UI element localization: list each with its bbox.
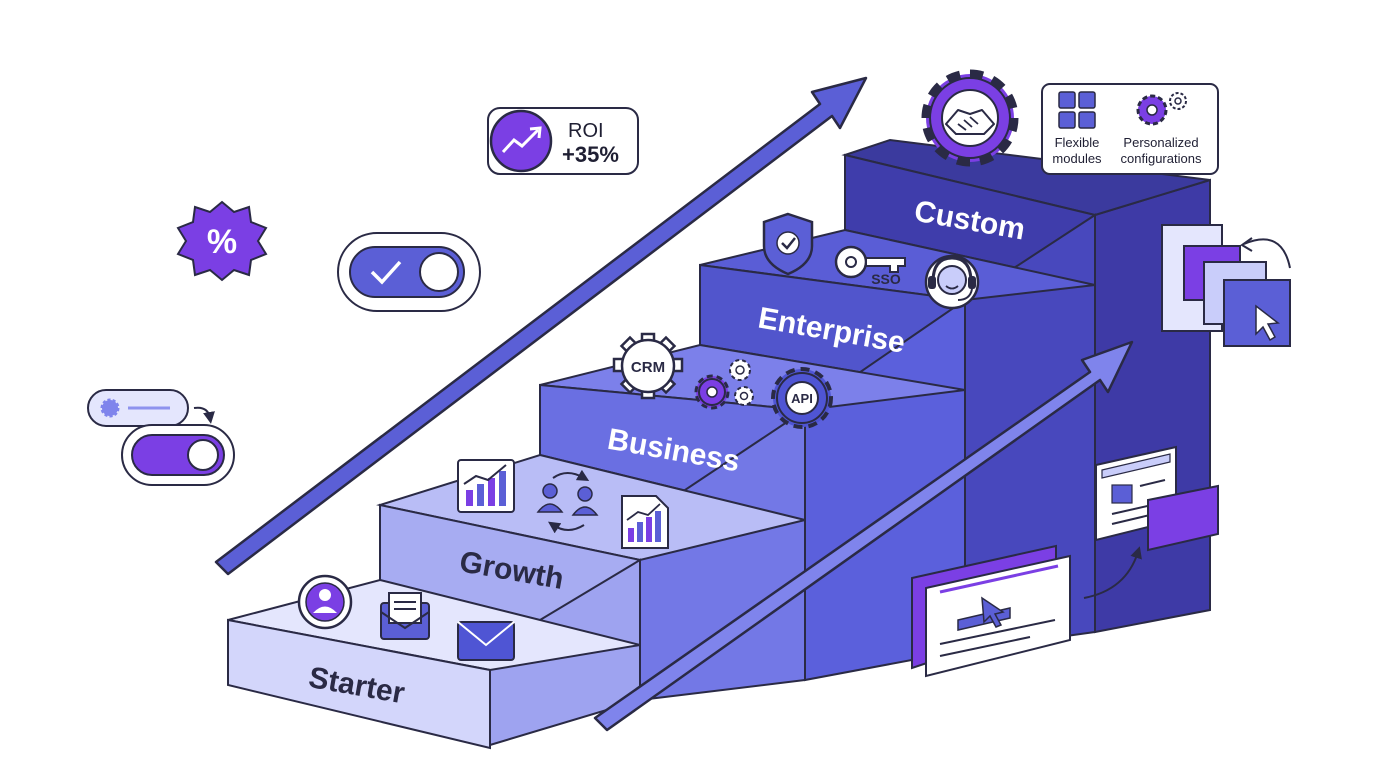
flexible-text: Flexible	[1055, 135, 1100, 150]
toggle-switch-on	[337, 232, 481, 312]
percent-symbol: %	[207, 223, 237, 261]
modules-grid-icon	[1058, 91, 1096, 129]
team-sync-icon	[536, 469, 599, 534]
roi-title: ROI	[568, 120, 604, 142]
sso-key-icon: SSO	[834, 245, 906, 287]
support-headset-icon	[924, 254, 980, 310]
dashboard-widget-icon	[1095, 445, 1219, 552]
partnership-gear-icon	[921, 69, 1019, 167]
custom-features-card: Flexible modules Personalized configurat…	[1041, 83, 1219, 175]
settings-gears-icon	[694, 359, 754, 410]
settings-slider-toggle	[87, 389, 235, 486]
email-open-icon	[380, 592, 430, 640]
layered-windows-icon	[1161, 224, 1291, 347]
personalized-text: Personalized	[1123, 135, 1198, 150]
discount-percent-icon: %	[176, 200, 268, 282]
configurations-text: configurations	[1121, 151, 1202, 166]
growth-chart-icon	[457, 459, 515, 513]
growth-trend-arrow-lower	[593, 340, 1134, 732]
modules-text: modules	[1052, 151, 1102, 166]
roi-badge: ROI +35%	[487, 107, 639, 175]
security-shield-icon	[762, 212, 814, 276]
user-avatar-icon	[297, 574, 353, 630]
configuration-gears-icon	[1136, 92, 1187, 126]
roi-value: +35%	[562, 142, 619, 167]
mail-envelope-icon	[457, 621, 515, 661]
api-gear-icon: API	[771, 367, 833, 429]
crm-label: CRM	[631, 359, 665, 376]
sso-label: SSO	[871, 271, 901, 287]
api-label: API	[791, 391, 813, 406]
report-document-icon	[621, 495, 669, 549]
browser-window-icon	[911, 544, 1142, 678]
crm-gear-icon: CRM	[612, 332, 684, 400]
growth-trend-arrow-upper	[214, 76, 868, 576]
